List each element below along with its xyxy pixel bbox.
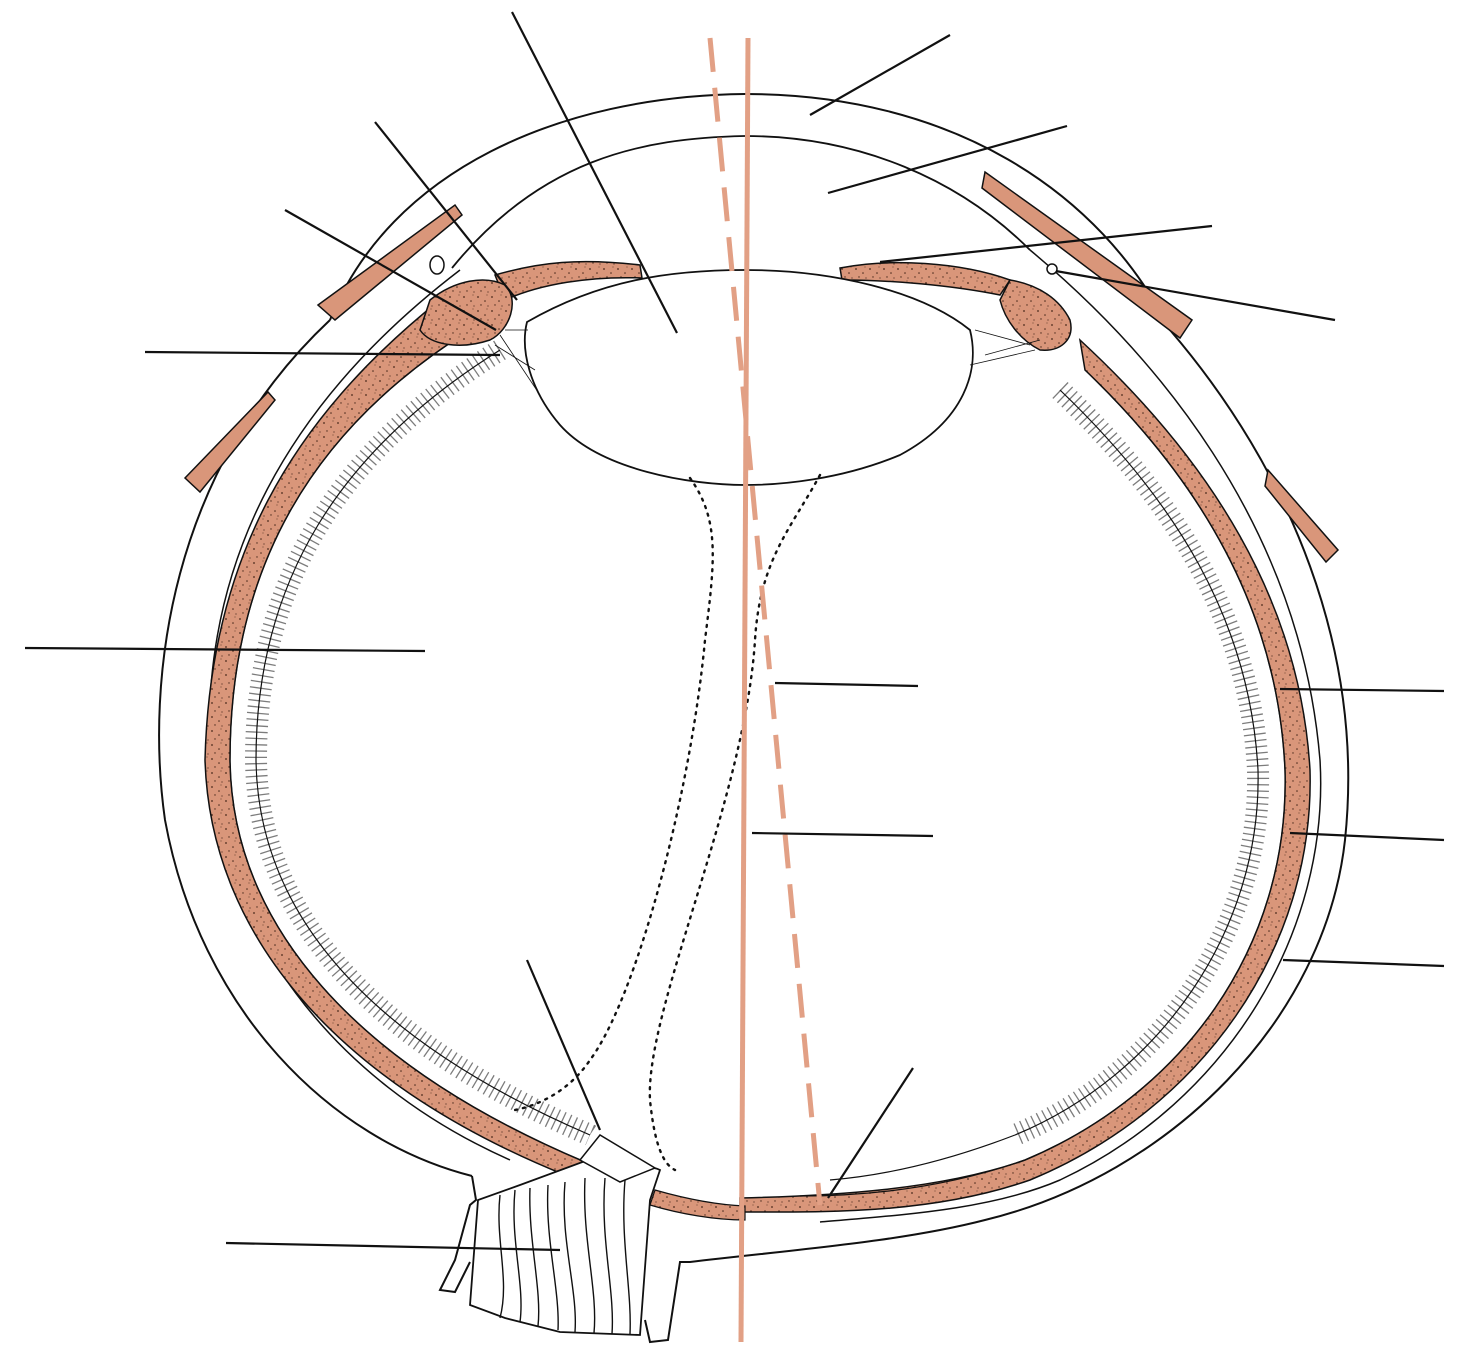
muscle-lower-right: [1264, 468, 1340, 564]
hyaloid-canal-dotted: [513, 473, 822, 1172]
leader-line-optical-axis: [751, 831, 934, 838]
leader-line-ciliary-body: [284, 209, 497, 331]
zonular-fibers: [494, 329, 1041, 396]
leader-line-sclera: [1282, 958, 1445, 968]
optic-nerve-sheath: [438, 1175, 478, 1294]
leader-line-optic-nerve: [225, 1241, 561, 1252]
retina-hatching: [244, 340, 1270, 1146]
leader-line-choroid: [1289, 831, 1445, 842]
optic-disc: [578, 1134, 657, 1183]
ciliary-body-right: [999, 279, 1072, 351]
leader-line-visual-axis: [774, 681, 919, 688]
leader-line-canal-of-schlemm: [1049, 268, 1336, 322]
leader-line-lens: [511, 11, 678, 334]
canal-of-schlemm-right: [1046, 263, 1058, 275]
leader-line-fovea: [827, 1067, 914, 1199]
optic-nerve: [469, 1152, 662, 1336]
canal-of-schlemm-left: [429, 255, 445, 275]
sclera-outer-outline: [158, 92, 1350, 1344]
leader-line-aqueous: [827, 124, 1068, 195]
cornea-inner-outline: [451, 135, 1031, 269]
leader-line-vitreous: [24, 646, 426, 653]
iris-left: [493, 260, 643, 302]
visual-axis-dashed: [707, 37, 823, 1206]
optic-nerve-fibers: [498, 1177, 631, 1335]
iris-right: [839, 261, 1012, 296]
muscle-lower-left: [183, 390, 276, 494]
leader-lines: [24, 11, 1445, 1252]
choroid-layer-bottom: [649, 1189, 746, 1221]
leader-line-optic-disc: [525, 959, 602, 1131]
muscle-upper-left: [316, 203, 464, 321]
leader-line-cornea: [809, 34, 951, 116]
retina-layer: [229, 329, 1286, 1197]
leader-line-retina: [1279, 687, 1445, 693]
leader-line-zonules: [144, 350, 501, 357]
leader-line-iris: [879, 224, 1213, 264]
leader-line-anterior-chamber: [374, 121, 518, 301]
optical-axis: [738, 37, 751, 1343]
muscle-upper-right: [981, 170, 1194, 340]
